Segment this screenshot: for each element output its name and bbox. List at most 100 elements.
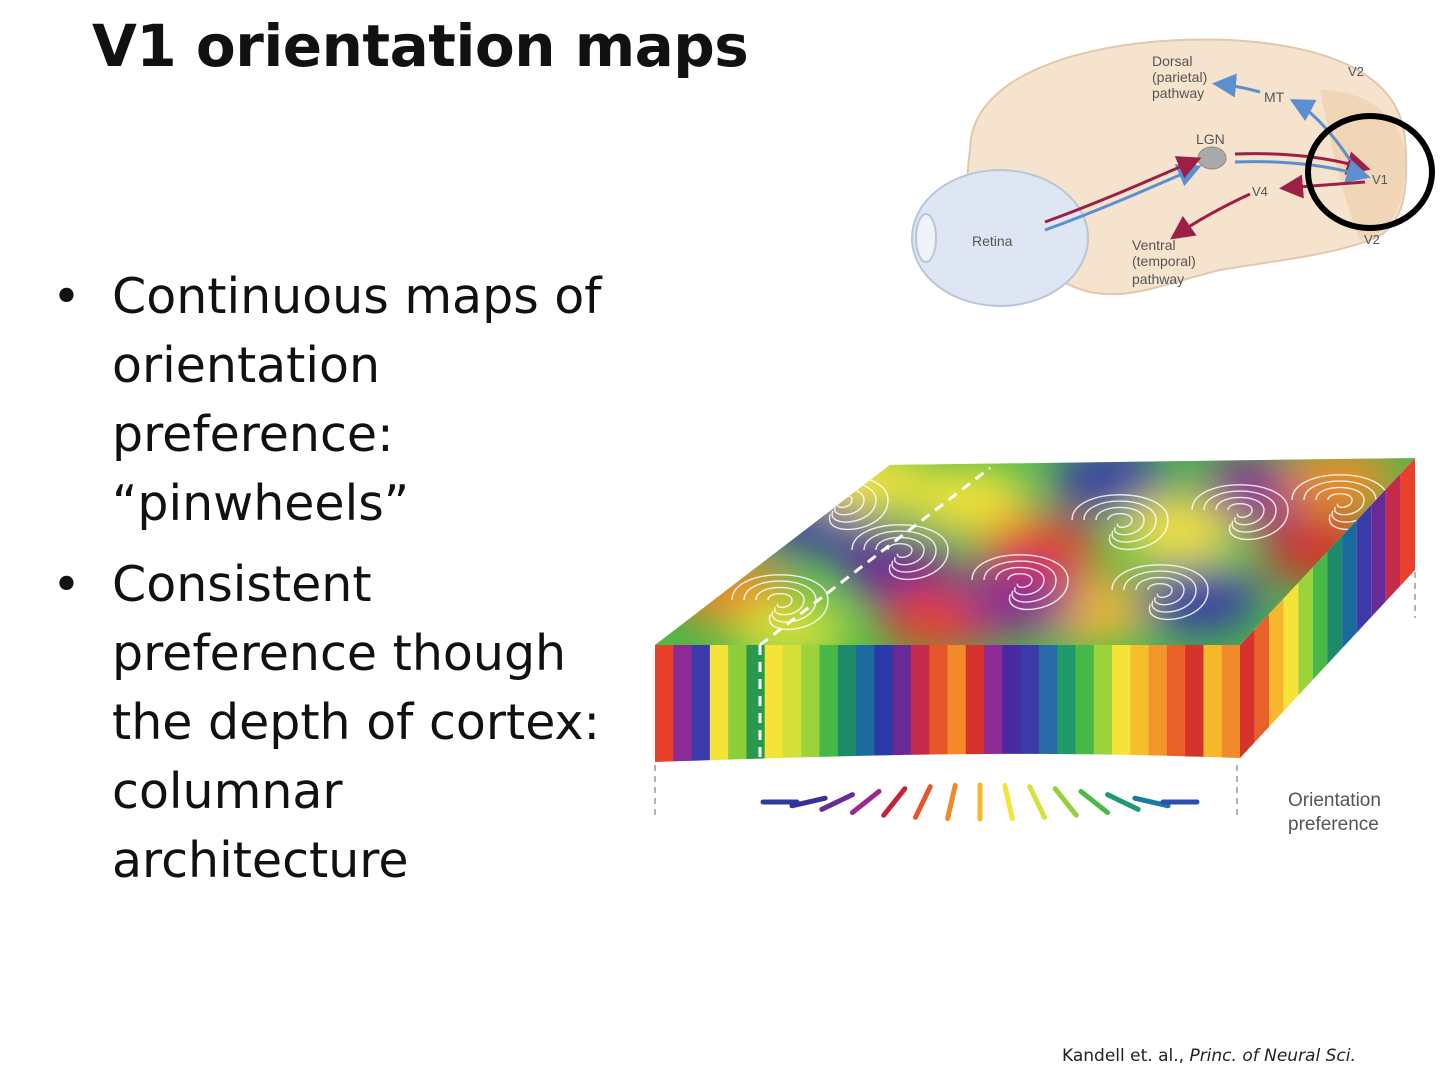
front-stripe (1093, 645, 1113, 762)
eye-shape (911, 169, 1089, 307)
contour-line (851, 524, 949, 581)
side-stripe (1312, 551, 1328, 683)
top-dashed-line (759, 466, 991, 645)
front-stripe (856, 645, 875, 762)
bullet-item: •Continuous maps of orientation preferen… (52, 262, 632, 538)
map-patch (910, 466, 1030, 534)
side-stripe (1254, 613, 1270, 745)
front-stripe (764, 645, 784, 762)
contour-line (1007, 573, 1033, 589)
v1-mt-blue-arrow (1289, 99, 1352, 161)
front-stripe (801, 645, 821, 762)
label-v2-top: V2 (1348, 64, 1364, 79)
front-stripe (746, 645, 766, 762)
eye-lens (915, 213, 937, 263)
map-patch (1140, 566, 1260, 634)
cortex-front-face (655, 645, 1240, 762)
front-stripe (1112, 645, 1131, 762)
v4-ventral-red-arrow (1170, 192, 1251, 240)
front-stripe (782, 645, 802, 762)
side-stripe (1327, 535, 1343, 667)
legend-bar (912, 784, 933, 820)
front-stripe (1130, 645, 1150, 762)
brain-pathway-diagram: Dorsal (parietal) pathway MT V2 LGN V1 V… (911, 38, 1435, 307)
contour-line (1083, 500, 1157, 543)
contour-line (1227, 503, 1253, 519)
bullet-list: •Continuous maps of orientation preferen… (52, 262, 632, 895)
contour-line (1135, 576, 1185, 606)
contour-line (1107, 513, 1133, 529)
front-stripe (929, 645, 949, 762)
front-stripe (1038, 645, 1058, 762)
label-retina: Retina (972, 233, 1013, 249)
bullet-dot-icon: • (52, 268, 81, 325)
bullet-dot-icon: • (52, 556, 81, 613)
label-lgn: LGN (1196, 131, 1225, 147)
contour-line (995, 566, 1045, 596)
front-stripe (874, 645, 894, 762)
map-patch (810, 458, 930, 514)
legend-bar (1002, 782, 1015, 822)
contour-line (1111, 564, 1209, 621)
front-stripe (892, 645, 912, 762)
front-stripe (728, 645, 748, 762)
label-dorsal-3: pathway (1152, 85, 1204, 101)
contour-line (875, 536, 925, 566)
side-stripe (1283, 582, 1299, 714)
contour-line (767, 593, 793, 609)
legend-label-2: preference (1288, 814, 1379, 835)
cortex-side-face (1240, 458, 1415, 758)
side-stripe (1356, 504, 1372, 636)
slide-title: V1 orientation maps (92, 12, 749, 80)
label-v4: V4 (1252, 184, 1268, 199)
legend-label-1: Orientation (1288, 790, 1381, 811)
contour-line (983, 560, 1057, 603)
citation: Kandell et. al., Princ. of Neural Sci. (1062, 1046, 1356, 1066)
front-stripe (837, 645, 857, 762)
front-stripe (819, 645, 839, 762)
label-ventral-3: pathway (1132, 271, 1184, 287)
front-stripe (1221, 645, 1240, 762)
side-stripe (1385, 473, 1401, 605)
legend-bar (945, 782, 958, 822)
legend-bar (1105, 792, 1141, 812)
front-stripe (709, 645, 729, 762)
map-patch (1120, 496, 1240, 564)
label-v1: V1 (1372, 172, 1388, 187)
label-mt: MT (1264, 89, 1285, 105)
map-patch (960, 566, 1080, 634)
side-stripe (1371, 489, 1386, 620)
optic-red-arrow (1044, 156, 1202, 224)
lgn-nucleus (1197, 146, 1227, 170)
contour-line (1215, 496, 1265, 526)
front-stripe (1148, 645, 1168, 762)
legend-bar (819, 792, 855, 812)
contour-line (1327, 493, 1353, 509)
legend-bar (1132, 795, 1171, 809)
front-stripe (910, 645, 930, 762)
side-stripe (1269, 598, 1284, 729)
side-stripe (1240, 629, 1255, 758)
contour-line (1147, 583, 1173, 599)
front-stripe (1185, 645, 1205, 762)
bullet-item: •Consistent preference though the depth … (52, 550, 632, 895)
side-stripe (1298, 567, 1313, 698)
legend-bar (1027, 784, 1048, 820)
front-stripe (1166, 645, 1186, 762)
orientation-legend-bars (760, 782, 1200, 822)
legend-bar (1052, 786, 1079, 818)
contour-line (1315, 486, 1365, 516)
legend-bar (849, 788, 882, 816)
front-stripe (1203, 645, 1223, 762)
front-stripe (965, 645, 985, 762)
front-stripe (1075, 645, 1095, 762)
label-ventral-1: Ventral (1132, 237, 1176, 253)
v1-v4-red-arrow (1279, 174, 1366, 199)
front-stripe (673, 645, 693, 762)
label-ventral-2: (temporal) (1132, 253, 1196, 269)
contour-line (1203, 490, 1277, 533)
front-stripe (984, 645, 1003, 762)
contour-line (1095, 506, 1145, 536)
v1-highlight-circle (1305, 113, 1435, 231)
contour-line (971, 554, 1069, 611)
